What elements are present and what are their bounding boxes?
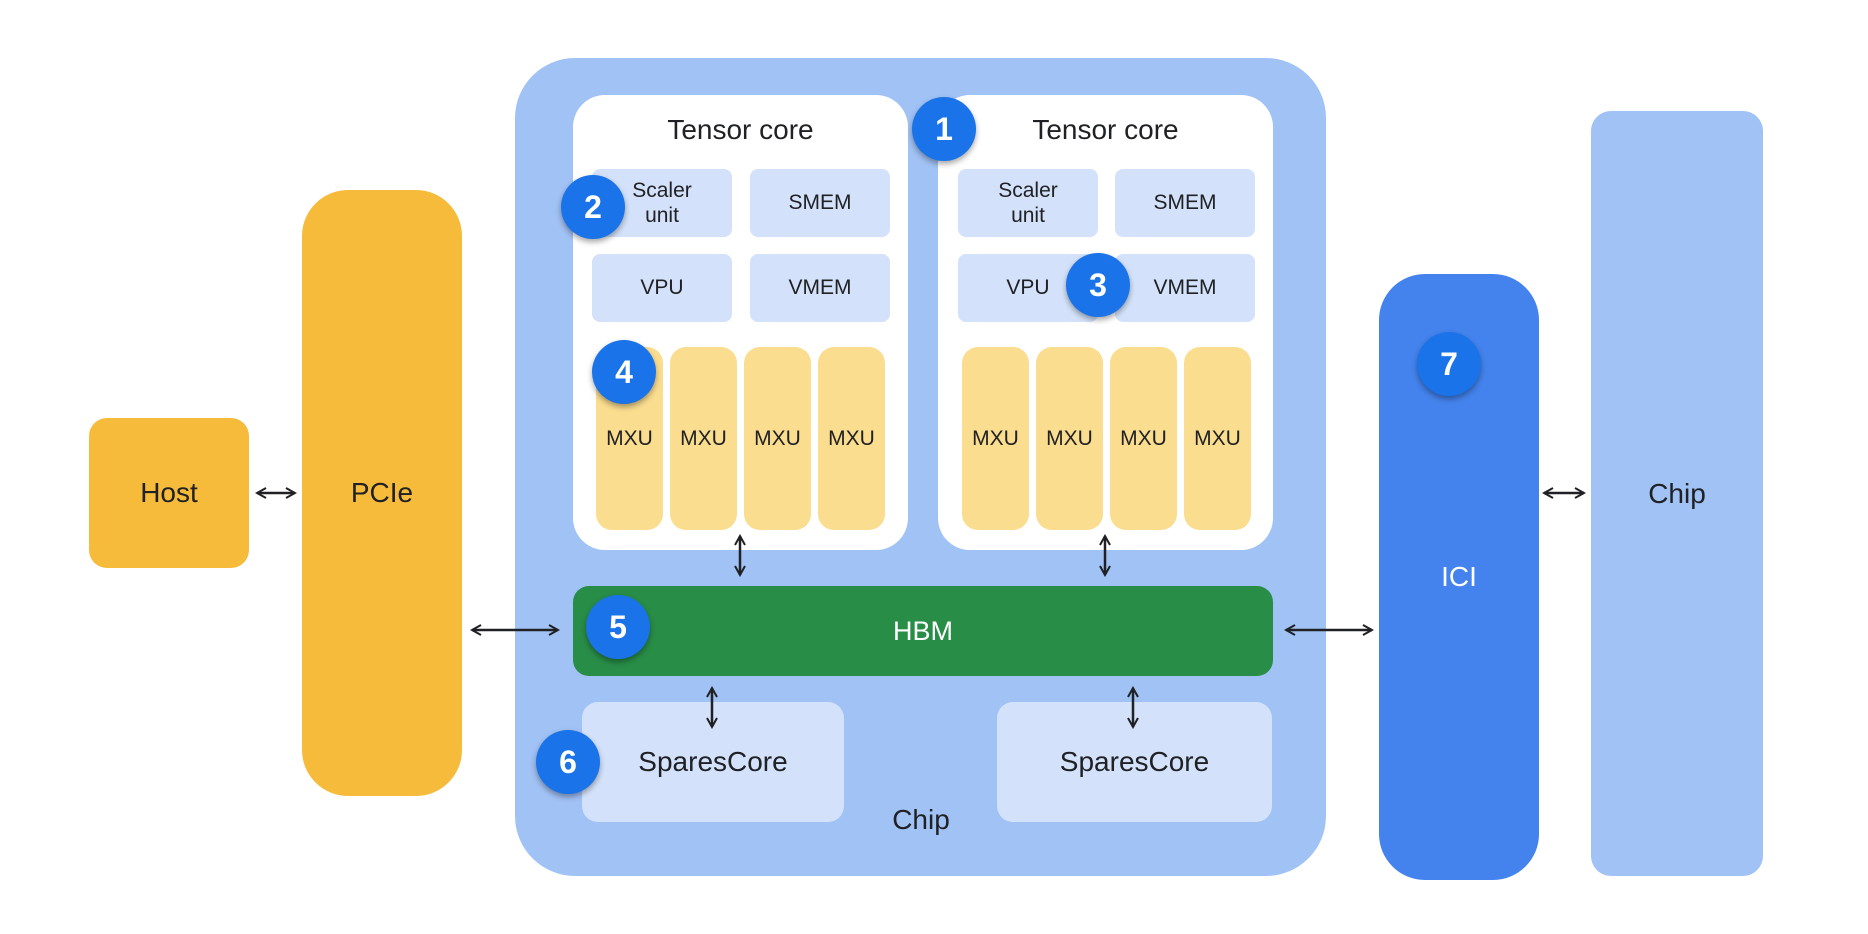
scaler-unit-2: Scaler unit bbox=[958, 169, 1098, 237]
badge-7: 7 bbox=[1417, 332, 1481, 396]
chip-main-label: Chip bbox=[892, 804, 950, 835]
mxu-1-4: MXU bbox=[818, 347, 885, 530]
badge-4: 4 bbox=[592, 340, 656, 404]
vpu-1: VPU bbox=[592, 254, 732, 322]
badge-5: 5 bbox=[586, 595, 650, 659]
badge-2: 2 bbox=[561, 175, 625, 239]
sparsecore-2: SparesCore bbox=[997, 702, 1272, 822]
badge-6: 6 bbox=[536, 730, 600, 794]
pcie-label: PCIe bbox=[350, 477, 414, 508]
tensor-core-1-title: Tensor core bbox=[667, 114, 814, 145]
host-box: Host bbox=[89, 418, 249, 568]
chip-right-label: Chip bbox=[1648, 477, 1706, 509]
host-label: Host bbox=[140, 477, 198, 508]
vmem-1: VMEM bbox=[750, 254, 890, 322]
ici-label: ICI bbox=[1441, 561, 1477, 592]
badge-3: 3 bbox=[1066, 253, 1130, 317]
mxu-2-3: MXU bbox=[1110, 347, 1177, 530]
mxu-2-1: MXU bbox=[962, 347, 1029, 530]
mxu-1-2: MXU bbox=[670, 347, 737, 530]
sparsecore-1: SparesCore bbox=[582, 702, 844, 822]
hbm-bar: HBM bbox=[573, 586, 1273, 676]
hbm-label: HBM bbox=[893, 615, 953, 646]
badge-1: 1 bbox=[912, 97, 976, 161]
mxu-2-4: MXU bbox=[1184, 347, 1251, 530]
pcie-box: PCIe bbox=[302, 190, 462, 796]
chip-right: Chip bbox=[1591, 111, 1763, 876]
vmem-2: VMEM bbox=[1115, 254, 1255, 322]
mxu-1-3: MXU bbox=[744, 347, 811, 530]
mxu-2-2: MXU bbox=[1036, 347, 1103, 530]
smem-1: SMEM bbox=[750, 169, 890, 237]
vpu-2: VPU bbox=[958, 254, 1098, 322]
smem-2: SMEM bbox=[1115, 169, 1255, 237]
tensor-core-2-title: Tensor core bbox=[1032, 114, 1179, 145]
